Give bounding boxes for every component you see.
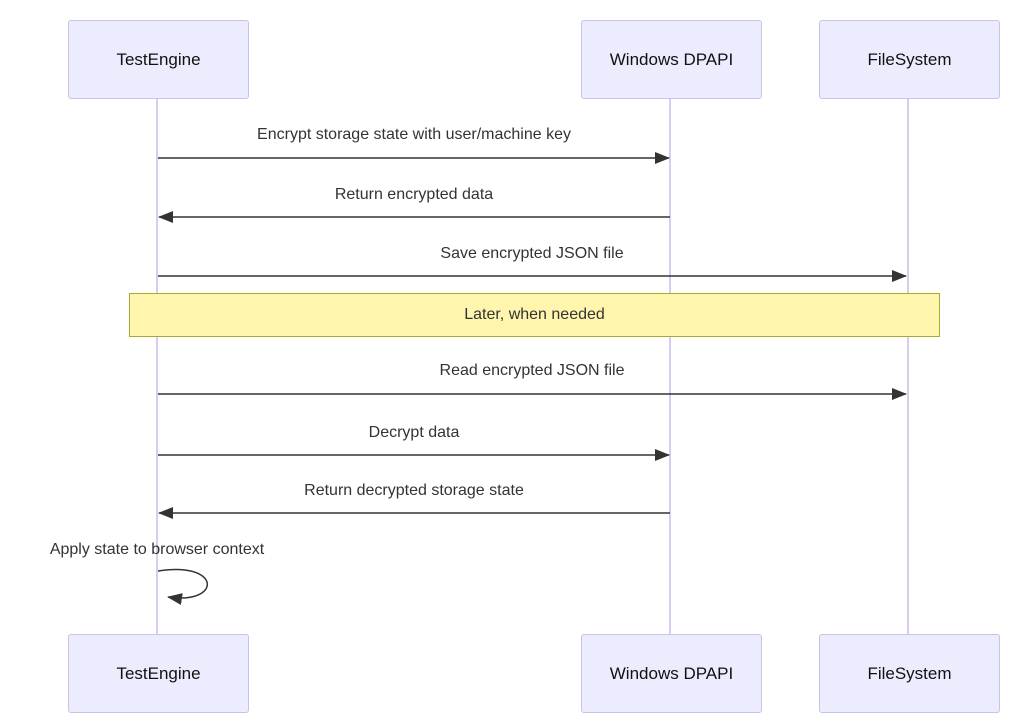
actor-top-windows-dpapi: Windows DPAPI [581, 20, 762, 99]
message-label: Encrypt storage state with user/machine … [257, 126, 571, 143]
actor-label: Windows DPAPI [609, 49, 734, 69]
actor-bottom-windows-dpapi: Windows DPAPI [581, 634, 762, 713]
actor-label: FileSystem [867, 663, 952, 683]
actor-bottom-filesystem: FileSystem [819, 634, 1000, 713]
note-band: Later, when needed [129, 293, 940, 337]
actor-top-testengine: TestEngine [68, 20, 249, 99]
actor-label: TestEngine [116, 49, 201, 69]
actor-bottom-testengine: TestEngine [68, 634, 249, 713]
lifeline-windows-dpapi [669, 99, 671, 635]
actor-label: FileSystem [867, 49, 952, 69]
lifeline-testengine [156, 99, 158, 635]
message-label: Save encrypted JSON file [440, 245, 624, 262]
self-loop-arrow-apply-state [157, 568, 209, 605]
message-label: Return decrypted storage state [304, 482, 524, 499]
message-label: Read encrypted JSON file [439, 362, 625, 379]
message-label: Apply state to browser context [49, 541, 265, 558]
message-label: Decrypt data [368, 424, 460, 441]
actor-label: TestEngine [116, 663, 201, 683]
actor-top-filesystem: FileSystem [819, 20, 1000, 99]
message-label: Return encrypted data [334, 186, 494, 203]
actor-label: Windows DPAPI [609, 663, 734, 683]
lifeline-filesystem [907, 99, 909, 635]
note-label: Later, when needed [464, 306, 605, 323]
